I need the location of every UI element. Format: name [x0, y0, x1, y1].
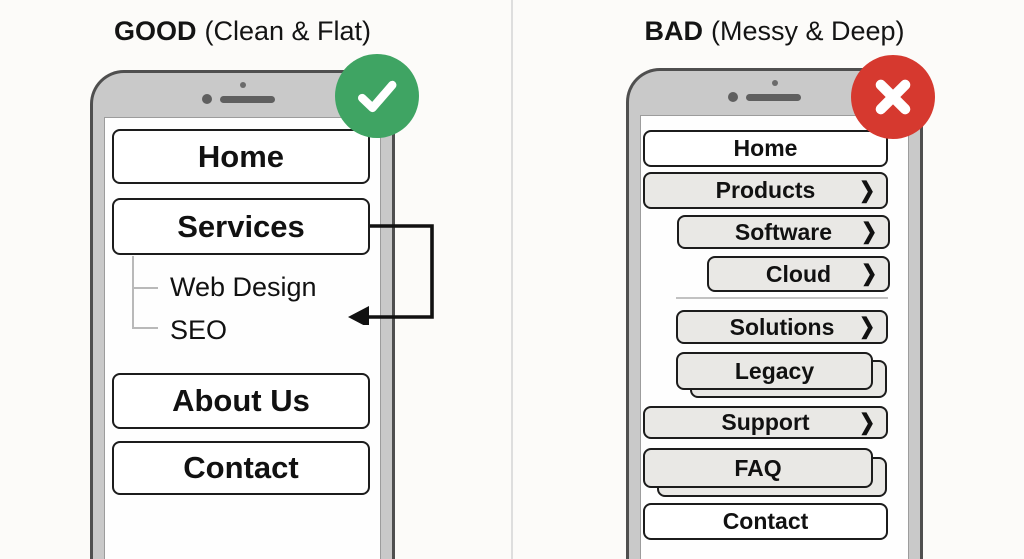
menu-item-solutions[interactable]: Solutions ❯ — [676, 310, 888, 344]
menu-section-divider — [676, 297, 888, 299]
menu-item-home[interactable]: Home — [643, 130, 888, 167]
speaker-slot — [220, 96, 275, 103]
chevron-right-icon: ❯ — [859, 410, 875, 435]
menu-item-label: Cloud — [765, 260, 832, 287]
menu-item-contact[interactable]: Contact — [643, 503, 888, 540]
menu-item-software[interactable]: Software ❯ — [677, 215, 890, 249]
menu-item-label: Home — [733, 135, 798, 161]
tree-connector-vertical — [132, 256, 134, 329]
good-title-emphasis: GOOD — [113, 16, 197, 46]
menu-item-label: About Us — [172, 383, 310, 418]
menu-item-label: Solutions — [729, 313, 835, 340]
phone-sensor-dot — [239, 82, 246, 88]
menu-item-cloud[interactable]: Cloud ❯ — [707, 256, 890, 292]
loop-back-arrow-icon — [348, 224, 434, 325]
menu-item-label: Software — [734, 218, 833, 245]
menu-item-label: Home — [197, 138, 285, 174]
cross-badge — [851, 55, 935, 139]
menu-item-faq[interactable]: FAQ — [643, 448, 873, 488]
menu-item-contact[interactable]: Contact — [112, 441, 370, 495]
chevron-right-icon: ❯ — [859, 178, 875, 203]
good-title-rest: (Clean & Flat) — [204, 16, 372, 46]
bad-title-emphasis: BAD — [644, 16, 703, 46]
menu-item-label: FAQ — [734, 454, 782, 481]
chevron-right-icon: ❯ — [859, 314, 875, 340]
menu-item-label: Services — [177, 208, 305, 244]
bad-title-rest: (Messy & Deep) — [710, 16, 905, 46]
menu-item-home[interactable]: Home — [112, 129, 370, 184]
menu-item-about-us[interactable]: About Us — [112, 373, 370, 429]
tree-connector-tick — [132, 327, 158, 329]
cross-icon — [875, 79, 911, 115]
menu-item-support[interactable]: Support ❯ — [643, 406, 888, 439]
camera-icon — [728, 92, 738, 102]
check-badge — [335, 54, 419, 138]
camera-icon — [202, 94, 212, 104]
menu-item-products[interactable]: Products ❯ — [643, 172, 888, 209]
menu-item-label: Support — [721, 409, 810, 435]
tree-connector-tick — [132, 287, 158, 289]
panel-divider — [511, 0, 513, 559]
menu-item-services[interactable]: Services — [112, 198, 370, 255]
menu-item-label: Products — [715, 177, 816, 203]
chevron-right-icon: ❯ — [861, 219, 877, 245]
phone-sensor-dot — [771, 80, 778, 86]
chevron-right-icon: ❯ — [861, 261, 877, 287]
menu-item-label: Contact — [722, 508, 809, 534]
check-icon — [357, 80, 397, 113]
good-panel-title: GOOD(Clean & Flat) — [90, 16, 395, 47]
speaker-slot — [746, 94, 801, 101]
submenu-item-seo[interactable]: SEO — [170, 315, 228, 345]
menu-item-label: Contact — [183, 450, 299, 485]
submenu-item-web-design[interactable]: Web Design — [170, 272, 317, 302]
menu-item-legacy[interactable]: Legacy — [676, 352, 873, 390]
bad-panel-title: BAD(Messy & Deep) — [626, 16, 923, 47]
menu-item-label: Legacy — [734, 357, 815, 384]
